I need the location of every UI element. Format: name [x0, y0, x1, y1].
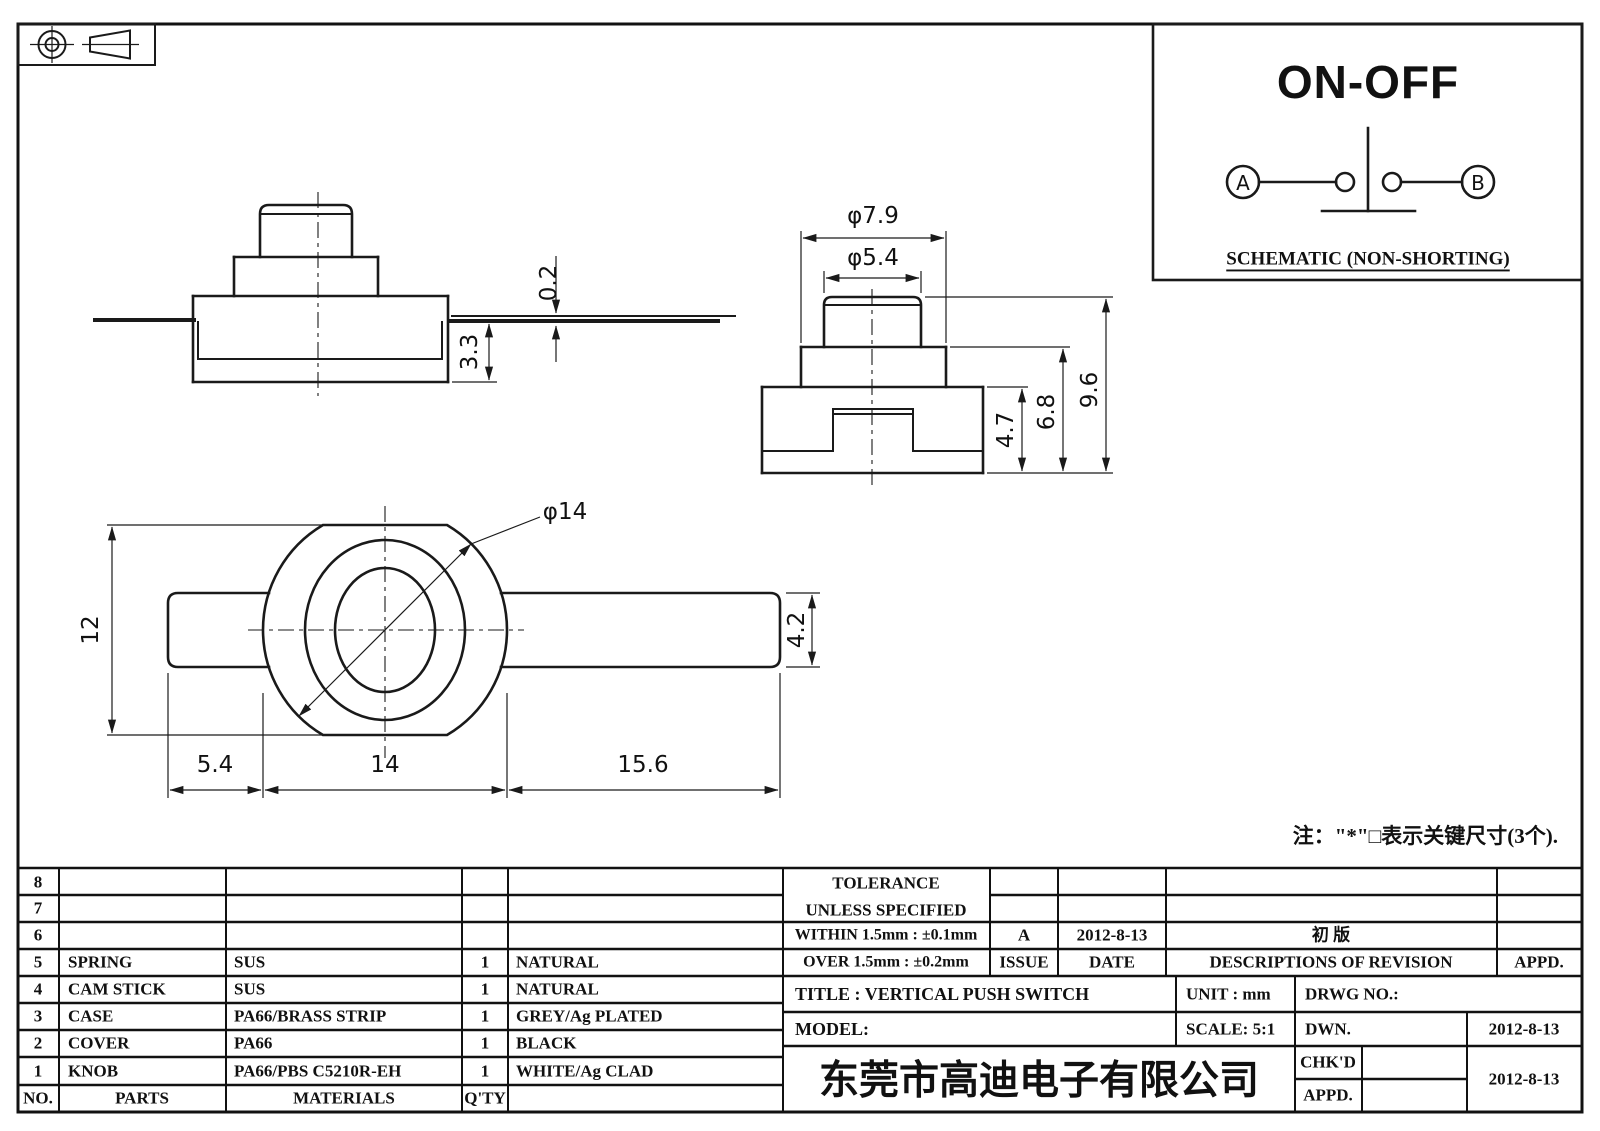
side-view: φ7.9 φ5.4 4.7 6.8 9.6 [760, 203, 1113, 487]
dim-plan-lead-w: 4.2 [784, 612, 810, 649]
dim-plan-dia: φ14 [543, 499, 587, 525]
revision-label: DESCRIPTIONS OF REVISION [1209, 953, 1453, 972]
row-qty: 1 [481, 953, 490, 972]
key-dimension-note: 注："*"□表示关键尺寸(3个). [1293, 824, 1558, 848]
header-parts: PARTS [115, 1089, 169, 1108]
row-no: 3 [34, 1007, 43, 1026]
drwg-no-label: DRWG NO.: [1305, 985, 1399, 1004]
tolerance-line1: TOLERANCE [832, 874, 939, 893]
row-qty: 1 [481, 980, 490, 999]
date-value: 2012-8-13 [1077, 926, 1148, 945]
row-part: CASE [68, 1007, 113, 1026]
tolerance-line2: UNLESS SPECIFIED [805, 901, 966, 920]
dim-plan-l1: 5.4 [197, 752, 234, 778]
front-view: 0.2 3.3 [93, 192, 736, 396]
revision-value: 初 版 [1312, 925, 1350, 945]
dim-plan-l2: 14 [370, 752, 399, 778]
tolerance-over: OVER 1.5mm : ±0.2mm [803, 954, 969, 971]
row-part: SPRING [68, 953, 132, 972]
row-no: 2 [34, 1034, 43, 1053]
switch-symbol: A B [1225, 126, 1496, 213]
dim-side-top-dia: φ5.4 [847, 245, 899, 271]
row-no: 8 [34, 873, 43, 892]
chkd-date: 2012-8-13 [1489, 1070, 1560, 1089]
row-qty: 1 [481, 1007, 490, 1026]
dim-side-total-h: 9.6 [1077, 372, 1103, 409]
issue-label: ISSUE [999, 953, 1048, 972]
dim-side-outer-dia: φ7.9 [847, 203, 899, 229]
appd-label: APPD. [1303, 1086, 1353, 1105]
row-material: PA66/PBS C5210R-EH [234, 1062, 401, 1081]
row-part: CAM STICK [68, 980, 167, 999]
row-no: 4 [34, 980, 43, 999]
row-color: BLACK [516, 1034, 577, 1053]
schematic-box: ON-OFF A B SCHEMATIC (NON-SHORTING) [1151, 22, 1584, 282]
tolerance-within: WITHIN 1.5mm : ±0.1mm [795, 927, 978, 944]
dim-front-depth: 3.3 [457, 334, 483, 371]
dim-plan-width: 12 [78, 615, 104, 644]
row-qty: 1 [481, 1062, 490, 1081]
row-part: COVER [68, 1034, 130, 1053]
model-label: MODEL: [795, 1019, 869, 1039]
plan-left-lead [166, 591, 271, 669]
row-no: 6 [34, 926, 43, 945]
dim-side-step-h: 6.8 [1034, 394, 1060, 431]
chkd-label: CHK'D [1300, 1053, 1356, 1072]
schematic-caption: SCHEMATIC (NON-SHORTING) [1226, 249, 1509, 270]
date-label: DATE [1089, 953, 1135, 972]
appd-column-label: APPD. [1514, 953, 1564, 972]
row-color: GREY/Ag PLATED [516, 1007, 663, 1026]
row-no: 5 [34, 953, 43, 972]
header-materials: MATERIALS [293, 1089, 395, 1108]
row-color: NATURAL [516, 953, 599, 972]
dim-side-case-h: 4.7 [993, 412, 1019, 449]
row-material: SUS [234, 953, 265, 972]
title-block-table: 8 7 6 5 SPRING SUS 1 NATURAL 4 CAM STICK… [18, 866, 1582, 1112]
company-name: 东莞市高迪电子有限公司 [819, 1058, 1259, 1103]
projection-symbol-box [17, 23, 156, 66]
row-color: NATURAL [516, 980, 599, 999]
row-material: PA66/BRASS STRIP [234, 1007, 386, 1026]
row-no: 1 [34, 1062, 43, 1081]
header-qty: Q'TY [464, 1089, 506, 1108]
tolerance-block: TOLERANCE UNLESS SPECIFIED WITHIN 1.5mm … [795, 874, 1564, 972]
sheet-border [16, 22, 1584, 1114]
dim-front-gap: 0.2 [536, 265, 562, 302]
terminal-b-label: B [1471, 171, 1485, 195]
drawing-title: TITLE : VERTICAL PUSH SWITCH [795, 984, 1089, 1004]
row-color: WHITE/Ag CLAD [516, 1062, 653, 1081]
row-no: 7 [34, 899, 43, 918]
terminal-a-label: A [1236, 171, 1250, 195]
row-part: KNOB [68, 1062, 118, 1081]
dim-plan-l3: 15.6 [617, 752, 668, 778]
row-material: PA66 [234, 1034, 272, 1053]
plan-right-lead [499, 591, 782, 669]
plan-view: φ14 12 4.2 5.4 14 15.6 [78, 499, 820, 798]
projection-cone-icon [82, 29, 139, 60]
unit-label: UNIT : mm [1186, 985, 1271, 1004]
dwn-date: 2012-8-13 [1489, 1020, 1560, 1039]
header-no: NO. [23, 1089, 53, 1108]
parts-table: 8 7 6 5 SPRING SUS 1 NATURAL 4 CAM STICK… [23, 873, 662, 1108]
dwn-label: DWN. [1305, 1020, 1351, 1039]
issue-value: A [1018, 926, 1031, 945]
row-material: SUS [234, 980, 265, 999]
row-qty: 1 [481, 1034, 490, 1053]
schematic-title: ON-OFF [1277, 56, 1459, 108]
scale-label: SCALE: 5:1 [1186, 1020, 1275, 1039]
projection-target-icon [30, 26, 74, 63]
title-info-block: TITLE : VERTICAL PUSH SWITCH UNIT : mm D… [795, 984, 1559, 1105]
